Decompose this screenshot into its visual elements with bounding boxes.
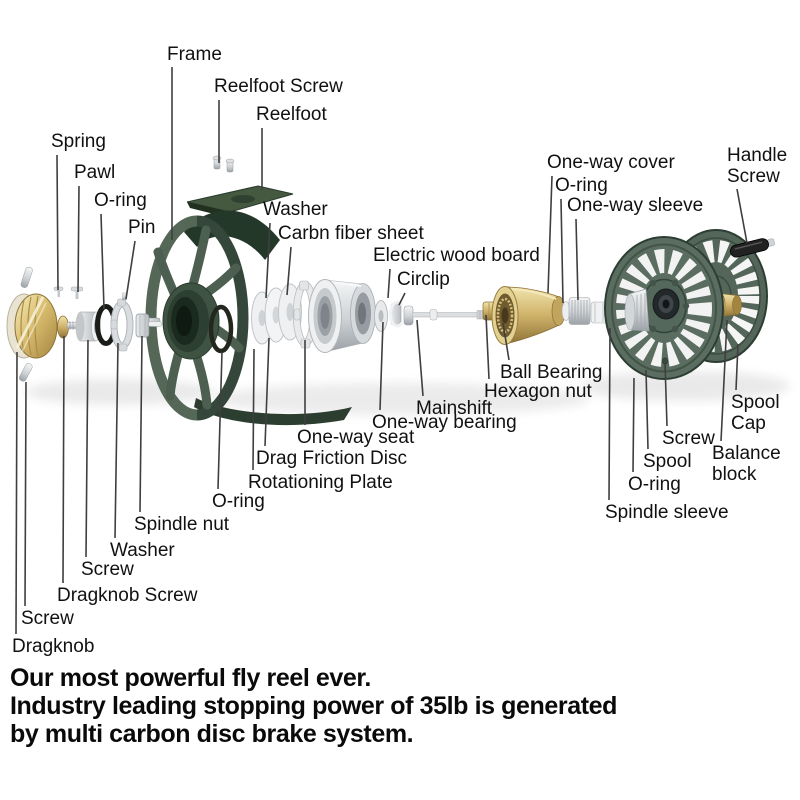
label-rotationing-plate: Rotationing Plate (248, 472, 393, 493)
label-spindle-nut: Spindle nut (134, 514, 230, 535)
label-screw-right: Screw (662, 428, 715, 449)
label-spool-cap: Spool Cap (731, 392, 780, 434)
label-screw-bottom-1: Screw (81, 559, 134, 580)
one-way-seat-part (308, 279, 376, 353)
pawl-part (70, 286, 84, 299)
label-washer-top: Washer (263, 199, 328, 220)
label-spool: Spool (643, 451, 692, 472)
screw-below-dragknob-part (19, 363, 33, 382)
label-drag-friction-disc: Drag Friction Disc (256, 448, 407, 469)
spindle-nut-part (135, 313, 162, 338)
label-frame: Frame (167, 44, 222, 65)
label-dragknob: Dragknob (12, 636, 95, 657)
label-o-ring-right: O-ring (628, 474, 681, 495)
label-carbn-fiber-sheet: Carbn fiber sheet (278, 223, 424, 244)
hub-o-ring-part (208, 304, 234, 354)
label-electric-wood-board: Electric wood board (373, 245, 540, 266)
leader-lines (15, 67, 748, 635)
label-one-way-seat: One-way seat (297, 427, 415, 448)
spool-part (604, 236, 724, 380)
label-pawl: Pawl (74, 162, 116, 183)
label-reelfoot: Reelfoot (256, 104, 327, 125)
label-one-way-cover: One-way cover (547, 152, 675, 173)
frame-part (144, 210, 352, 426)
exploded-reel-illustration (6, 67, 790, 635)
label-washer-bottom: Washer (110, 540, 175, 561)
label-screw-bottom-2: Screw (21, 608, 74, 629)
caption-line-2: Industry leading stopping power of 35lb … (10, 692, 618, 720)
mainshift-part (403, 305, 488, 326)
pin-top-left-part (20, 266, 33, 288)
label-reelfoot-screw: Reelfoot Screw (214, 76, 343, 97)
dragknob-part (6, 293, 58, 359)
handle-part (729, 238, 775, 258)
label-spring: Spring (51, 131, 106, 152)
label-balance-block: Balance block (712, 443, 781, 485)
label-o-ring-bottom-left: O-ring (212, 491, 265, 512)
label-spindle-sleeve: Spindle sleeve (605, 502, 729, 523)
label-pin: Pin (128, 217, 156, 238)
circlip-part (388, 300, 404, 328)
caption-line-3: by multi carbon disc brake system. (10, 720, 414, 748)
label-dragknob-screw: Dragknob Screw (57, 585, 198, 606)
reelfoot-screws-part (212, 155, 235, 173)
caption-line-1: Our most powerful fly reel ever. (10, 664, 371, 692)
label-o-ring-top-left: O-ring (94, 190, 147, 211)
label-one-way-bearing: One-way bearing (372, 412, 517, 433)
label-handle-screw: Handle Screw (727, 145, 788, 187)
washer-plate-part (110, 292, 134, 352)
label-ball-bearing: Ball Bearing (500, 362, 603, 383)
marketing-caption: Our most powerful fly reel ever. Industr… (10, 664, 617, 748)
label-hexagon-nut: Hexagon nut (484, 381, 592, 402)
label-one-way-sleeve: One-way sleeve (567, 195, 704, 216)
one-way-cover-part (491, 286, 566, 345)
label-circlip: Circlip (397, 269, 450, 290)
label-mainshift: Mainshift (416, 398, 493, 419)
spindle-sleeve-part (624, 288, 650, 332)
label-o-ring-top-right: O-ring (555, 175, 608, 196)
one-way-bearing-part (374, 300, 388, 332)
